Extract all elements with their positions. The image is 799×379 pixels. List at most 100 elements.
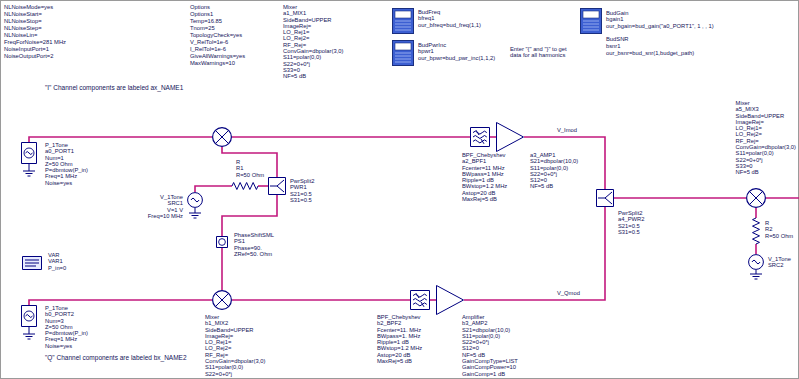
annotation-text: our_bsnr=bud_snr(1,budget_path) <box>606 50 694 56</box>
wire <box>222 195 277 236</box>
label-block: BudGainbgain1our_bgain=bud_gain("a0_PORT… <box>606 10 714 29</box>
annotation-text: NLNoiseStart= <box>4 11 42 17</box>
label-slot: Options <box>190 4 210 10</box>
label-slot: Temp=16.85 <box>190 18 222 24</box>
parameter-text: Freq=1 MHz <box>45 173 88 179</box>
parameter-text: S11=polar(0,0) <box>462 333 518 339</box>
annotation-text: I_RelTol=1e-6 <box>190 46 226 52</box>
annotation-text: NoiseOutputPort=2 <box>4 53 53 59</box>
parameter-text: Noise=yes <box>45 343 88 349</box>
port-box <box>22 306 37 327</box>
wire-label-slot: V_Imod <box>556 127 578 133</box>
parameter-text: BWstop=1.2 MHz <box>462 183 507 189</box>
parameter-text: Mixer <box>736 100 796 106</box>
annotation-text: Enter "{" and "}" to get data for all ha… <box>510 46 572 59</box>
phase-shifter: PhaseShiftSMLPS1Phase=90.ZRef=50. Ohm <box>216 236 228 248</box>
icon-grid <box>583 21 599 30</box>
voltage-source: V_1ToneSRC2 <box>748 254 764 270</box>
parameter-text: our_bpwr=bud_pwr_inc(1,1,2) <box>418 55 495 61</box>
port-circle <box>24 148 34 158</box>
annotation-text: NLNoiseStep= <box>4 25 42 31</box>
icon-window <box>395 11 411 18</box>
voltage-source: V_1ToneSRC1V=1 VFreq=10 MHz <box>187 192 203 208</box>
annotation-text: V_RelTol=1e-6 <box>190 39 228 45</box>
symbol-outline <box>22 256 42 270</box>
parameter-text: SRC2 <box>768 262 791 268</box>
parameter-text: a1_MIX1 <box>283 10 343 16</box>
ground-symbol <box>23 164 35 176</box>
symbol-outline <box>496 122 524 152</box>
sine-mark <box>26 152 33 155</box>
parameter-text: S21=0.5 <box>618 223 644 229</box>
parameter-text: SideBand=UPPER <box>205 327 265 333</box>
symbol-outline <box>392 40 414 66</box>
parameter-text: a0_PORT1 <box>45 148 88 154</box>
annotation-text: NLNoiseMode=yes <box>4 4 53 10</box>
parameter-text: bgain1 <box>606 16 714 22</box>
resistor-symbol: RR1R=50 Ohm <box>232 181 258 191</box>
filter-wave <box>473 136 487 139</box>
label-slot: NLNoiseStep= <box>4 25 42 31</box>
parameter-text: Noise=yes <box>45 180 88 186</box>
wire <box>755 244 757 254</box>
parameter-text: LO_Rej2= <box>205 345 265 351</box>
parameter-text: a4_PWR2 <box>618 216 644 222</box>
parameter-text: PwrSplit2 <box>618 210 644 216</box>
symbol-outline <box>268 177 286 195</box>
resistor-symbol: RR2R=50 Ohm <box>751 218 761 244</box>
parameter-text: MaxRej=5 dB <box>377 358 422 364</box>
label-slot: NLNoiseStop= <box>4 18 42 24</box>
annotation-text: NLNoiseLin= <box>4 32 37 38</box>
parameter-text: BPF_Chebyshev <box>377 314 422 320</box>
port-circle <box>24 311 34 321</box>
parameter-text: Phase=90. <box>234 245 274 251</box>
label-block: RR1R=50 Ohm <box>236 159 264 178</box>
filter-box <box>471 128 490 147</box>
mixer-symbol: Mixera1_MIX1SideBand=UPPERImageRej=LO_Re… <box>212 127 232 147</box>
parameter-text: b1_MIX2 <box>205 320 265 326</box>
parameter-text: a3_AMP1 <box>530 152 578 158</box>
power-splitter: PwrSplit2a4_PWR2S21=0.5S31=0.5 <box>596 189 614 207</box>
parameter-text: ConvGain=dbpolar(3,0) <box>736 144 796 150</box>
parameter-text: R=50 Ohm <box>765 233 793 239</box>
label-block: BPF_Chebysheva2_BPF1Fcenter=11 MHzBWpass… <box>462 152 507 202</box>
amplifier-triangle <box>437 286 464 315</box>
parameter-text: b3_AMP2 <box>462 320 518 326</box>
parameter-text: our_bfreq=bud_freq(1,1) <box>418 22 481 28</box>
measurement-icon: BudPwrIncbpwr1our_bpwr=bud_pwr_inc(1,1,2… <box>392 40 414 66</box>
measurement-icon: BudGainbgain1our_bgain=bud_gain("a0_PORT… <box>580 8 602 34</box>
power-splitter: PwrSplit2PWR1S21=0.5S31=0.5 <box>268 177 286 195</box>
parameter-text: S21=dbpolar(10,0) <box>462 327 518 333</box>
annotation-text: NLNoiseStop= <box>4 18 42 24</box>
signal-name: V_Qmod <box>556 290 581 296</box>
bandpass-filter: BPF_Chebysheva2_BPF1Fcenter=11 MHzBWpass… <box>470 127 490 147</box>
symbol-outline <box>580 8 602 34</box>
annotation-text: FreqForNoise=281 MHz <box>4 39 66 45</box>
bandpass-filter: BPF_Chebyshevb2_BPF2Fcenter=11. MHzBWpas… <box>410 290 430 310</box>
ground-symbol <box>23 327 35 339</box>
filter-wave <box>413 294 427 297</box>
annotation-text: TopologyCheck=yes <box>190 32 242 38</box>
label-block: P_1Tonea0_PORT1Num=1Z=50 OhmP=dbmtow(P_i… <box>45 142 88 186</box>
symbol-outline <box>748 254 764 270</box>
parameter-text: S33=0 <box>283 67 343 73</box>
filter-box <box>411 291 430 310</box>
symbol-outline <box>596 189 614 207</box>
splitter-box <box>597 190 614 207</box>
wire <box>464 207 605 300</box>
parameter-text: Astop=20 dB <box>462 190 507 196</box>
label-block: VARVAR1P_in=0 <box>48 252 66 271</box>
parameter-text: Ripple=1 dB <box>377 339 422 345</box>
ground-symbol <box>750 270 762 279</box>
parameter-text: GainCompPower=10 <box>462 364 518 370</box>
wire <box>490 136 496 138</box>
label-slot: FreqForNoise=281 MHz <box>4 39 66 45</box>
label-block: Mixerb1_MIX2SideBand=UPPERImageRej=LO_Re… <box>205 314 265 377</box>
amplifier-symbol: Amplifierb3_AMP2S21=dbpolar(10,0)S11=pol… <box>436 285 464 315</box>
parameter-text: Astop=20 dB <box>377 352 422 358</box>
parameter-text: ImageRej= <box>205 333 265 339</box>
parameter-text: Num=1 <box>45 155 88 161</box>
annotation-text: BudSNR <box>606 36 629 42</box>
parameter-text: Ripple=1 dB <box>462 177 507 183</box>
parameter-text: LO_Rej1= <box>736 125 796 131</box>
